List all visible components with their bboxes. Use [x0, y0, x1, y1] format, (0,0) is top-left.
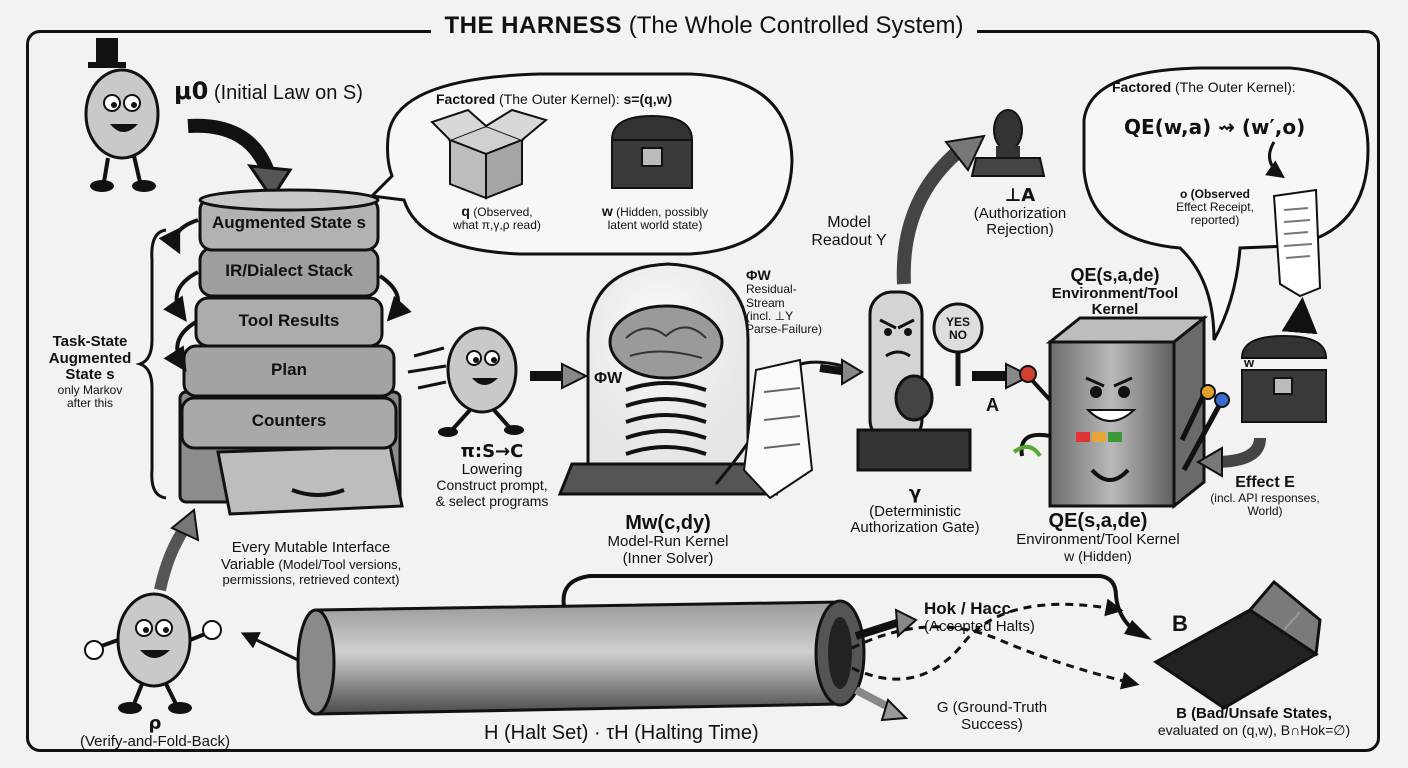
pi-coin-character [407, 326, 524, 437]
page-title: THE HARNESS (The Whole Controlled System… [0, 12, 1408, 40]
stack-layer-tool-results: Tool Results [238, 311, 340, 330]
halt-set-label: H (Halt Set) · τH (Halting Time) [484, 722, 759, 744]
chest-w-label: w [1244, 355, 1255, 370]
task-state-note: Task-State Augmented State s only Markov… [48, 333, 132, 410]
authorization-gate-character [856, 290, 984, 472]
receipt-icon [1272, 188, 1322, 298]
q-observed-label: q (Observed, what π,γ,ρ read) [453, 203, 541, 233]
qe-formula: QE(w,a) ⇝ (w′,o) [1124, 115, 1306, 139]
bubble-right-header: Factored (The Outer Kernel): [1112, 79, 1296, 95]
model-bell-jar [557, 262, 779, 496]
bad-states-label: B (Bad/Unsafe States, evaluated on (q,w)… [1157, 705, 1351, 738]
environment-machine [1012, 314, 1230, 510]
deterministic-gate-label: γ (Deterministic Authorization Gate) [850, 483, 980, 537]
phi-inner-label: ΦW [594, 370, 623, 387]
stack-layer-counters: Counters [251, 411, 327, 430]
authorization-rejection-label: ⊥A (Authorization Rejection) [973, 185, 1067, 239]
rho-label: ρ (Verify-and-Fold-Back) [79, 713, 231, 750]
mu0-coin-character [84, 38, 160, 192]
stack-layer-ir-dialect: IR/Dialect Stack [225, 261, 353, 280]
stamp-icon [970, 109, 1046, 177]
mutable-interface-note: Every Mutable Interface Variable (Model/… [220, 539, 402, 587]
env-kernel-bottom-label: QE(s,a,de) Environment/Tool Kernel w (Hi… [1016, 510, 1180, 564]
rho-coin-character [84, 592, 222, 714]
bad-b-label: B [1172, 611, 1188, 636]
model-run-kernel-label: Mw(c,dy) Model-Run Kernel (Inner Solver) [607, 512, 729, 567]
env-kernel-top-label: QE(s,a,de) Environment/Tool Kernel [1051, 265, 1179, 319]
action-a-label: A [986, 395, 999, 415]
hidden-world-chest-icon [1240, 334, 1328, 423]
halt-pipe [296, 574, 1152, 716]
stack-layer-plan: Plan [271, 360, 307, 379]
model-readout-label: Model Readout Y [811, 214, 887, 249]
effect-e-label: Effect E (incl. API responses, World) [1210, 474, 1320, 518]
bad-states-trapdoor [1153, 579, 1322, 710]
state-stack [158, 188, 412, 516]
accepted-halts-label: Hok / Hacc (Accepted Halts) [924, 599, 1035, 635]
open-box-icon [430, 108, 549, 200]
yes-no-sign: YES NO [945, 315, 970, 343]
treasure-chest-icon [610, 114, 694, 189]
phi-residual-note: ΦW Residual- Stream (incl. ⊥Y Parse-Fail… [746, 267, 823, 336]
stack-layer-augmented-state: Augmented State s [212, 213, 366, 232]
w-hidden-label: w (Hidden, possibly latent world state) [601, 203, 709, 233]
observed-receipt-note: o (Observed Effect Receipt, reported) [1176, 187, 1254, 228]
mu0-label: μ0 (Initial Law on S) [174, 77, 363, 105]
ground-truth-label: G (Ground-Truth Success) [936, 699, 1048, 733]
bubble-left-header: Factored (The Outer Kernel): s=(q,w) [436, 91, 673, 107]
pi-lowering-label: π:S→C Lowering Construct prompt, & selec… [435, 441, 549, 509]
